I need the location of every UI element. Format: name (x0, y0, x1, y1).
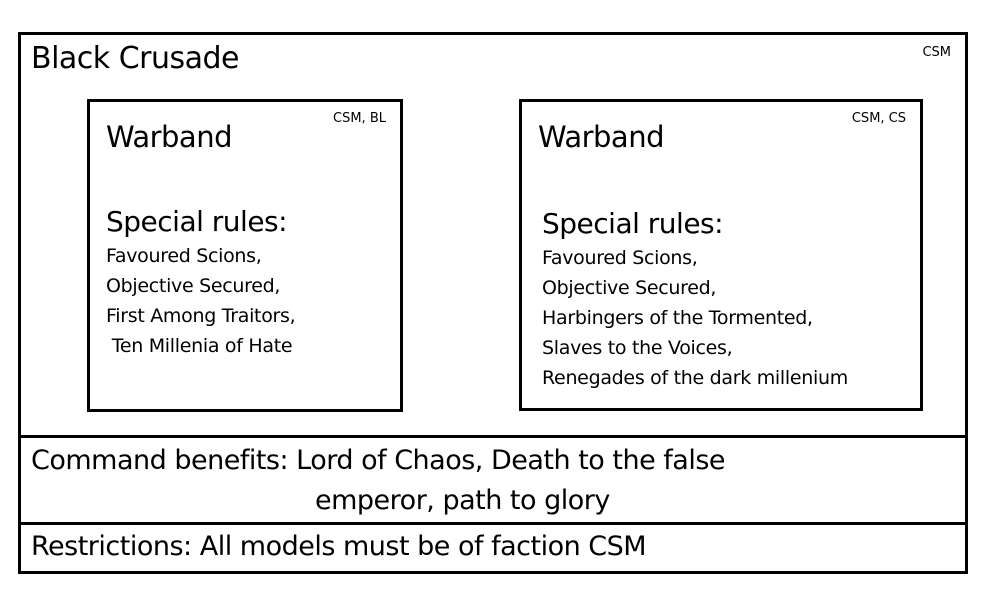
command-benefits-line-1: Command benefits: Lord of Chaos, Death t… (31, 445, 726, 476)
special-rule-item: Objective Secured, (106, 275, 281, 297)
command-benefits: Command benefits: Lord of Chaos, Death t… (31, 441, 791, 521)
special-rule-item: Slaves to the Voices, (542, 337, 733, 359)
special-rules-heading: Special rules: (542, 207, 724, 240)
special-rules-list: Favoured Scions, Objective Secured, Harb… (542, 243, 848, 393)
special-rule-item: Objective Secured, (542, 277, 717, 299)
restrictions-text: Restrictions: All models must be of fact… (31, 531, 647, 562)
warband-title: Warband (538, 120, 664, 154)
special-rule-item: Favoured Scions, (106, 245, 262, 267)
warband-card-right: Warband CSM, CS Special rules: Favoured … (519, 99, 923, 411)
special-rule-item: First Among Traitors, (106, 305, 296, 327)
crusade-faction-tag: CSM (922, 45, 951, 60)
special-rule-item: Harbingers of the Tormented, (542, 307, 813, 329)
section-divider (21, 522, 965, 525)
black-crusade-box: Black Crusade CSM Warband CSM, BL Specia… (18, 32, 968, 574)
special-rules-list: Favoured Scions, Objective Secured, Firs… (106, 241, 296, 361)
command-benefits-line-2: emperor, path to glory (315, 485, 610, 516)
warband-faction-tag: CSM, BL (333, 111, 386, 126)
warband-title: Warband (106, 120, 232, 154)
special-rule-item: Favoured Scions, (542, 247, 698, 269)
warband-card-left: Warband CSM, BL Special rules: Favoured … (87, 99, 403, 412)
special-rules-heading: Special rules: (106, 205, 288, 238)
special-rule-item: Renegades of the dark millenium (542, 367, 848, 389)
crusade-title: Black Crusade (31, 41, 240, 76)
section-divider (21, 435, 965, 438)
warband-faction-tag: CSM, CS (851, 111, 906, 126)
special-rule-item: Ten Millenia of Hate (106, 335, 293, 357)
